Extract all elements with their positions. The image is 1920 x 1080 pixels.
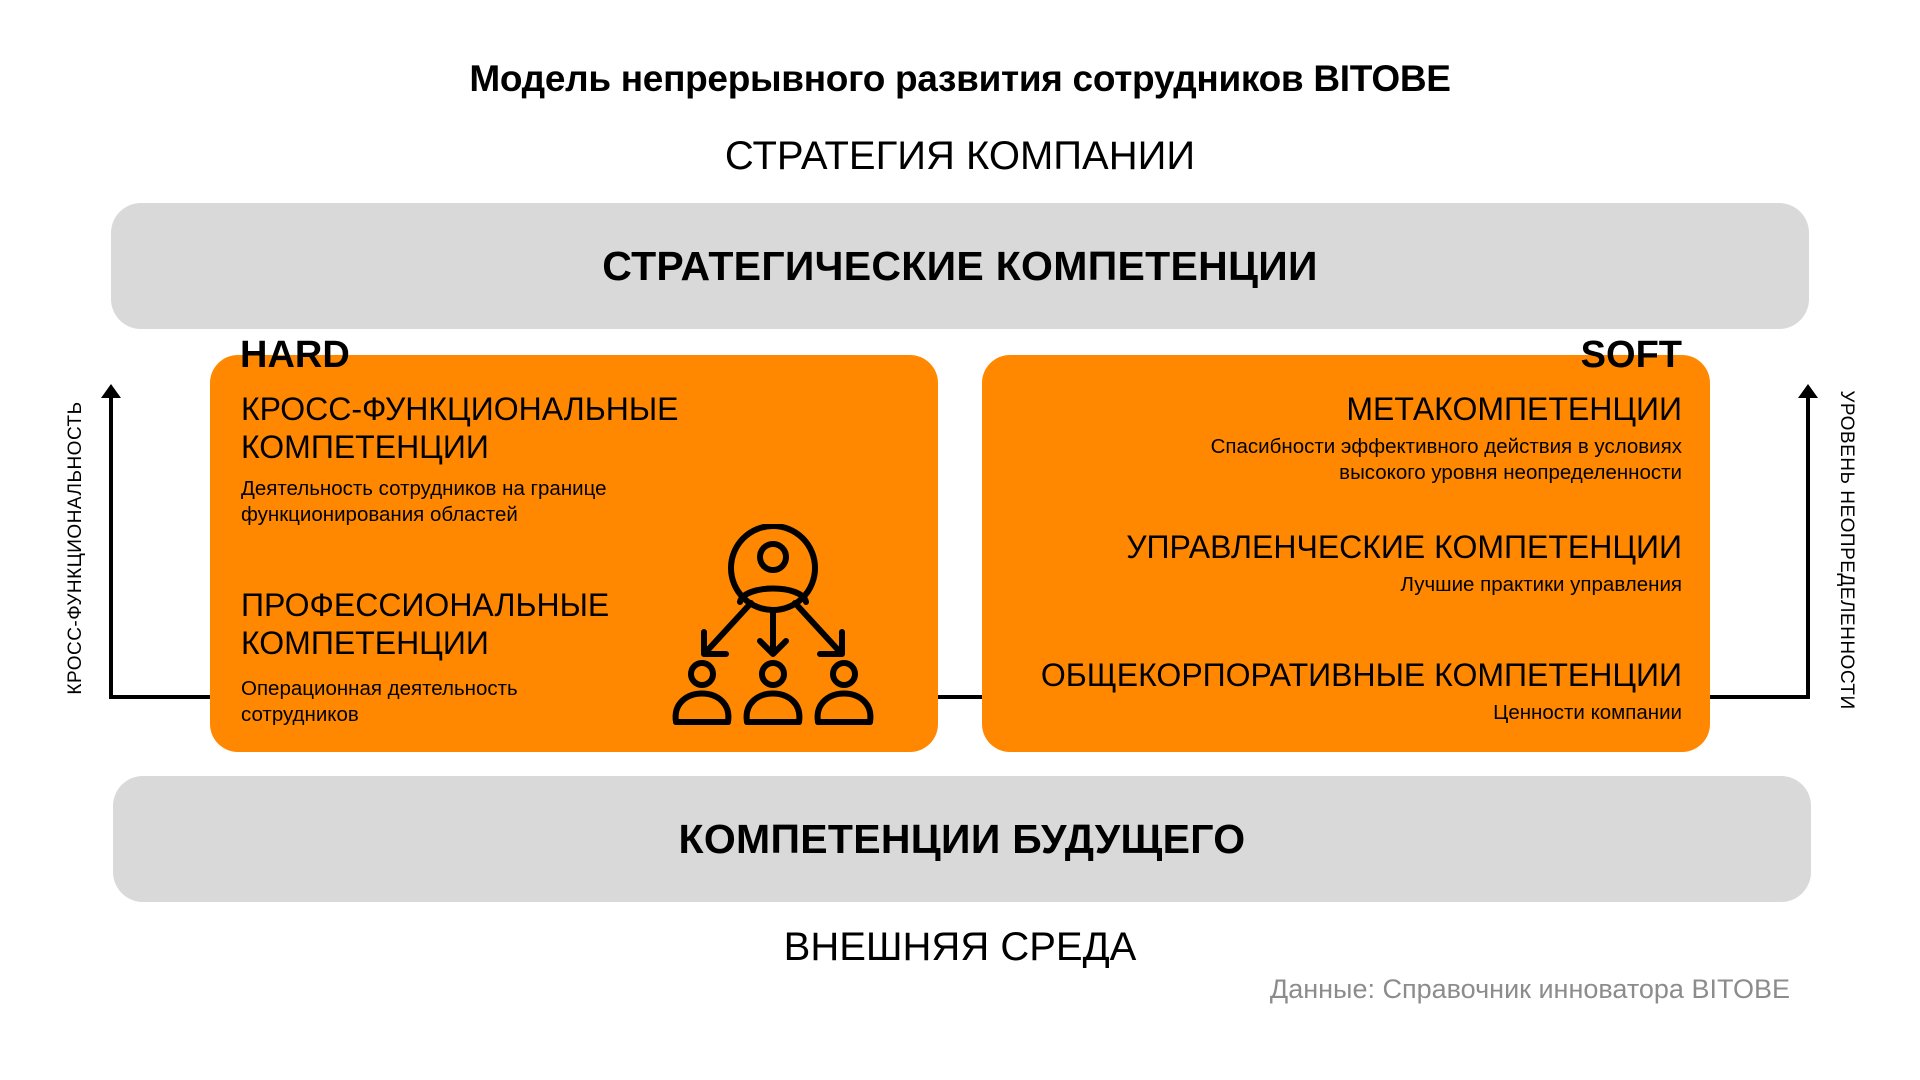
strategic-competencies-bar: СТРАТЕГИЧЕСКИЕ КОМПЕТЕНЦИИ — [111, 203, 1809, 329]
competency-title: КОМПЕТЕНЦИИ — [241, 429, 489, 465]
left-axis-label: КРОСС-ФУНКЦИОНАЛЬНОСТЬ — [65, 401, 86, 695]
team-hierarchy-icon — [672, 524, 874, 725]
right-axis-line — [1806, 392, 1810, 699]
left-axis-baseline — [109, 695, 219, 699]
strategic-competencies-label: СТРАТЕГИЧЕСКИЕ КОМПЕТЕНЦИИ — [602, 242, 1318, 289]
competency-description: функционирования областей — [241, 503, 518, 526]
left-axis-arrowhead-icon — [101, 384, 121, 398]
hard-competencies-box — [210, 355, 938, 752]
competency-title: МЕТАКОМПЕТЕНЦИИ — [1346, 391, 1682, 427]
right-axis-label: УРОВЕНЬ НЕОПРЕДЕЛЕННОСТИ — [1836, 390, 1857, 710]
future-competencies-label: КОМПЕТЕНЦИИ БУДУЩЕГО — [678, 815, 1246, 862]
box-connector-line — [930, 695, 990, 699]
competency-description: Операционная деятельность — [241, 677, 518, 700]
company-strategy-label: СТРАТЕГИЯ КОМПАНИИ — [724, 134, 1196, 178]
diagram-title: Модель непрерывного развития сотрудников… — [469, 58, 1451, 99]
competency-description: Деятельность сотрудников на границе — [241, 477, 607, 500]
source-note: Данные: Справочник инноватора BITOBE — [1269, 974, 1790, 1004]
competency-description: Лучшие практики управления — [1400, 573, 1682, 596]
right-axis-baseline — [1700, 695, 1810, 699]
meta-competency: МЕТАКОМПЕТЕНЦИИ Спасибности эффективного… — [1211, 390, 1682, 486]
external-environment-label: ВНЕШНЯЯ СРЕДА — [783, 925, 1137, 969]
hard-label: HARD — [240, 334, 350, 376]
soft-competencies-box — [982, 355, 1710, 752]
left-axis-line — [109, 392, 113, 699]
cross-functional-competency: КРОСС-ФУНКЦИОНАЛЬНЫЕ КОМПЕТЕНЦИИ Деятель… — [241, 390, 679, 528]
right-axis-arrowhead-icon — [1798, 384, 1818, 398]
competency-title: ОБЩЕКОРПОРАТИВНЫЕ КОМПЕТЕНЦИИ — [1040, 657, 1682, 693]
competency-description: сотрудников — [241, 703, 359, 726]
competency-title: КРОСС-ФУНКЦИОНАЛЬНЫЕ — [241, 391, 679, 427]
competency-title: ПРОФЕССИОНАЛЬНЫЕ — [241, 587, 610, 623]
competency-title: КОМПЕТЕНЦИИ — [241, 625, 489, 661]
soft-label: SOFT — [1580, 334, 1682, 376]
competency-title: УПРАВЛЕНЧЕСКИЕ КОМПЕТЕНЦИИ — [1126, 529, 1682, 565]
competency-description: высокого уровня неопределенности — [1339, 461, 1682, 484]
corporate-competency: ОБЩЕКОРПОРАТИВНЫЕ КОМПЕТЕНЦИИ Ценности к… — [1041, 656, 1682, 726]
competency-description: Спасибности эффективного действия в усло… — [1210, 435, 1682, 458]
future-competencies-bar: КОМПЕТЕНЦИИ БУДУЩЕГО — [113, 776, 1811, 902]
competency-description: Ценности компании — [1493, 701, 1682, 724]
professional-competency: ПРОФЕССИОНАЛЬНЫЕ КОМПЕТЕНЦИИ Операционна… — [241, 586, 609, 728]
management-competency: УПРАВЛЕНЧЕСКИЕ КОМПЕТЕНЦИИ Лучшие практи… — [1126, 528, 1682, 598]
